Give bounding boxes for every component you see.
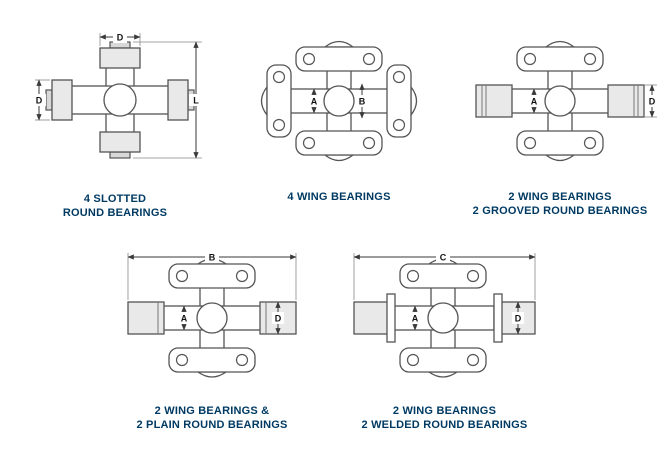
joint-body bbox=[509, 68, 611, 134]
wing-bearing-bottom bbox=[168, 347, 256, 378]
dim-label-b: B bbox=[209, 253, 216, 263]
dimension-a: A bbox=[178, 305, 190, 331]
joint-body bbox=[69, 65, 171, 135]
drawing-4-wing-bearings: A B bbox=[260, 40, 418, 162]
slotted-round-bearing-top bbox=[99, 41, 141, 69]
diagram-2-wing-2-grooved-round-bearings: A D 2 WING BEARINGS 2 GROOVED ROUND BEAR… bbox=[460, 22, 660, 219]
joint-body bbox=[161, 285, 263, 351]
caption-line-1: 2 WING BEARINGS & bbox=[154, 405, 270, 417]
drawing-2-wing-2-welded-round-bearings: C A D bbox=[353, 251, 536, 378]
dim-label-c: C bbox=[440, 253, 447, 263]
wing-bearing-right bbox=[386, 64, 418, 138]
dim-label-b: B bbox=[359, 97, 366, 107]
diagram-caption: 4 SLOTTED ROUND BEARINGS bbox=[20, 192, 210, 221]
welded-round-bearing-left bbox=[353, 293, 396, 343]
diagram-caption: 2 WING BEARINGS 2 WELDED ROUND BEARINGS bbox=[342, 404, 547, 433]
dim-label-d-top: D bbox=[117, 33, 124, 43]
caption-line-2: 2 PLAIN ROUND BEARINGS bbox=[136, 419, 288, 432]
caption-line-2: 2 WELDED ROUND BEARINGS bbox=[361, 419, 528, 432]
caption-line-1: 2 WING BEARINGS bbox=[508, 191, 612, 203]
dimension-d: D bbox=[644, 84, 658, 118]
wing-bearing-bottom bbox=[399, 347, 487, 378]
dimension-b: B bbox=[127, 251, 297, 300]
dimension-d-top: D bbox=[99, 31, 141, 46]
wing-bearing-left bbox=[260, 64, 292, 138]
drawing-2-wing-2-grooved-round-bearings: A D bbox=[475, 40, 658, 162]
wing-bearing-top bbox=[516, 40, 604, 72]
caption-line-1: 2 WING BEARINGS bbox=[392, 405, 497, 417]
caption-line-2: ROUND BEARINGS bbox=[62, 207, 168, 220]
caption-line-1: 4 SLOTTED bbox=[83, 193, 147, 205]
diagram-2-wing-2-welded-round-bearings: C A D 2 WING BEARINGS 2 WELDED ROUND BEA… bbox=[342, 226, 547, 433]
wing-bearing-top bbox=[168, 258, 256, 289]
caption-line-2: 2 GROOVED ROUND BEARINGS bbox=[472, 205, 648, 218]
grooved-round-bearing-left bbox=[475, 84, 513, 118]
diagram-caption: 2 WING BEARINGS & 2 PLAIN ROUND BEARINGS bbox=[112, 404, 312, 433]
dim-label-d-left: D bbox=[36, 96, 43, 106]
dimension-d: D bbox=[512, 301, 524, 335]
dimension-d-left: D bbox=[32, 79, 50, 121]
dimension-a: A bbox=[409, 305, 421, 331]
diagram-2-wing-2-plain-round-bearings: B A D 2 WING BEARINGS & 2 PLAIN ROUND BE… bbox=[112, 226, 312, 433]
caption-line-1: 4 WING BEARINGS bbox=[287, 191, 391, 203]
dim-label-l-right: L bbox=[193, 96, 199, 106]
plain-round-bearing-left bbox=[127, 301, 165, 335]
dim-label-a: A bbox=[531, 97, 538, 107]
dim-label-d: D bbox=[515, 314, 522, 324]
slotted-round-bearing-bottom bbox=[99, 131, 141, 159]
joint-body bbox=[288, 68, 390, 134]
diagram-4-slotted-round-bearings: D D L 4 SLOTTED ROUND BEARINGS bbox=[20, 10, 210, 221]
diagram-caption: 2 WING BEARINGS 2 GROOVED ROUND BEARINGS bbox=[460, 190, 660, 219]
dimension-a: A bbox=[528, 88, 540, 114]
drawing-4-slotted-round-bearings: D D L bbox=[32, 31, 203, 159]
wing-bearing-bottom bbox=[295, 130, 383, 162]
slotted-round-bearing-left bbox=[45, 79, 73, 121]
grooved-round-bearing-right bbox=[607, 84, 645, 118]
dimension-l-right: L bbox=[133, 41, 203, 159]
wing-bearing-top bbox=[399, 258, 487, 289]
drawing-2-wing-2-plain-round-bearings: B A D bbox=[127, 251, 297, 378]
dimension-d: D bbox=[272, 301, 284, 335]
dim-label-d: D bbox=[275, 314, 282, 324]
dimension-a: A bbox=[308, 88, 320, 114]
dimension-c: C bbox=[353, 251, 536, 300]
dimension-b: B bbox=[356, 83, 368, 119]
dim-label-a: A bbox=[311, 97, 318, 107]
wing-bearing-bottom bbox=[516, 130, 604, 162]
dim-label-d: D bbox=[649, 97, 656, 107]
wing-bearing-top bbox=[295, 40, 383, 72]
diagram-caption: 4 WING BEARINGS bbox=[244, 190, 434, 204]
diagram-4-wing-bearings: A B 4 WING BEARINGS bbox=[244, 22, 434, 204]
dim-label-a: A bbox=[412, 314, 419, 324]
dim-label-a: A bbox=[181, 314, 188, 324]
